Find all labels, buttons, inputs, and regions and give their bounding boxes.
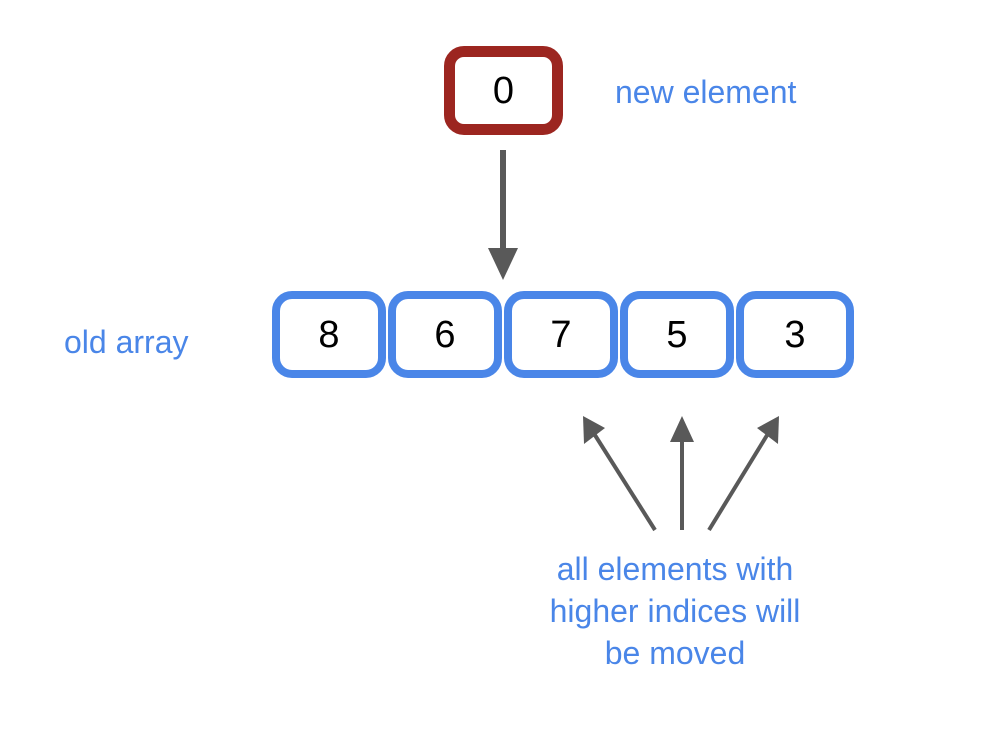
new-element-label: new element [615,74,797,110]
move-caption-line-1: all elements with [556,551,794,587]
insertion-arrow-down-icon [488,150,518,280]
move-arrow-left-icon [583,416,657,532]
move-caption: all elements with higher indices will be… [475,548,875,675]
array-cell-value: 6 [434,313,456,356]
move-arrow-middle-icon [670,416,694,530]
array-cell-2: 7 [504,291,618,378]
move-arrow-right-icon [707,416,779,532]
old-array-label: old array [64,324,189,360]
array-cell-value: 5 [666,313,688,356]
array-cell-4: 3 [736,291,854,378]
array-cell-value: 7 [550,313,572,356]
array-cell-0: 8 [272,291,386,378]
array-cell-value: 3 [784,313,806,356]
array-cell-value: 8 [318,313,340,356]
array-cell-1: 6 [388,291,502,378]
move-caption-line-3: be moved [604,635,746,672]
new-element-box: 0 [444,46,563,135]
move-caption-line-2: higher indices will [549,593,801,630]
new-element-value: 0 [492,69,515,112]
array-cell-3: 5 [620,291,734,378]
